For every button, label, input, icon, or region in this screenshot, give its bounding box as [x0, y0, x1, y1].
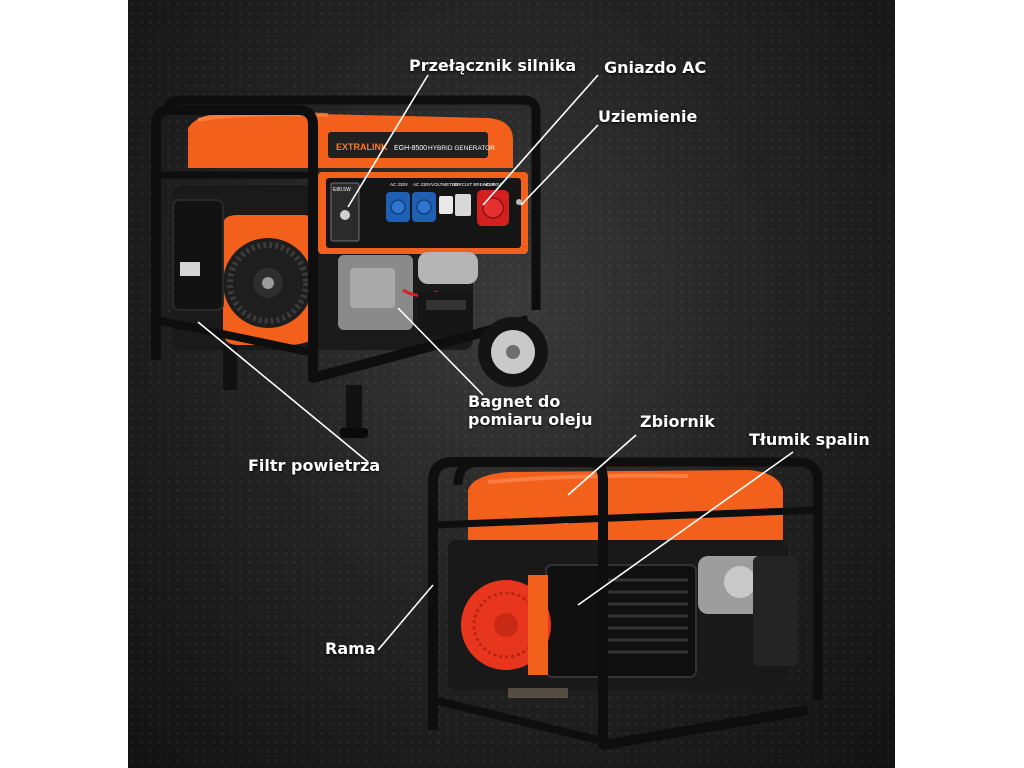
breaker-label: CIRCUIT BREAKER — [454, 182, 496, 187]
power-label-text: E80.5W — [333, 187, 351, 193]
ac230-label-1: AC 230V — [390, 182, 408, 187]
leader-frame — [377, 584, 434, 651]
oil-dipstick-label-line1: Bagnet do — [468, 392, 561, 411]
leader-grounding — [520, 124, 599, 206]
photo-panel: EXTRALINK EGH-8500 HYBRID GENERATOR E80.… — [128, 0, 895, 768]
engine-switch-label: Przełącznik silnika — [409, 56, 577, 75]
model-text: EGH-8500 — [394, 145, 427, 152]
grounding-label: Uziemienie — [598, 107, 698, 126]
leader-air-filter — [197, 321, 369, 463]
leader-muffler — [577, 451, 794, 606]
ac400-label: AC 400V — [483, 182, 501, 187]
oil-dipstick-label-line2: pomiaru oleju — [468, 410, 593, 429]
frame-label: Rama — [325, 639, 376, 658]
air-filter-label: Filtr powietrza — [248, 456, 381, 475]
ac-socket-label: Gniazdo AC — [604, 58, 707, 77]
engine-switch-knob — [340, 210, 350, 220]
generator-rear-view — [428, 457, 823, 750]
leader-engine-switch — [347, 74, 429, 208]
leader-ac-socket — [482, 74, 599, 206]
tank-label: Zbiornik — [640, 412, 715, 431]
product-text: HYBRID GENERATOR — [428, 145, 495, 152]
leader-oil-dipstick — [397, 307, 484, 396]
generator-photo: EXTRALINK EGH-8500 HYBRID GENERATOR E80.… — [151, 74, 823, 750]
brand-text: EXTRALINK — [336, 142, 388, 152]
leader-tank — [567, 434, 637, 496]
muffler-label: Tłumik spalin — [749, 430, 870, 449]
ac230-label-2: AC 230V — [413, 182, 431, 187]
voltmeter-label: VOLTMETER — [431, 182, 459, 187]
leader-lines — [197, 74, 794, 651]
generator-front-view: EXTRALINK EGH-8500 HYBRID GENERATOR E80.… — [151, 95, 548, 438]
